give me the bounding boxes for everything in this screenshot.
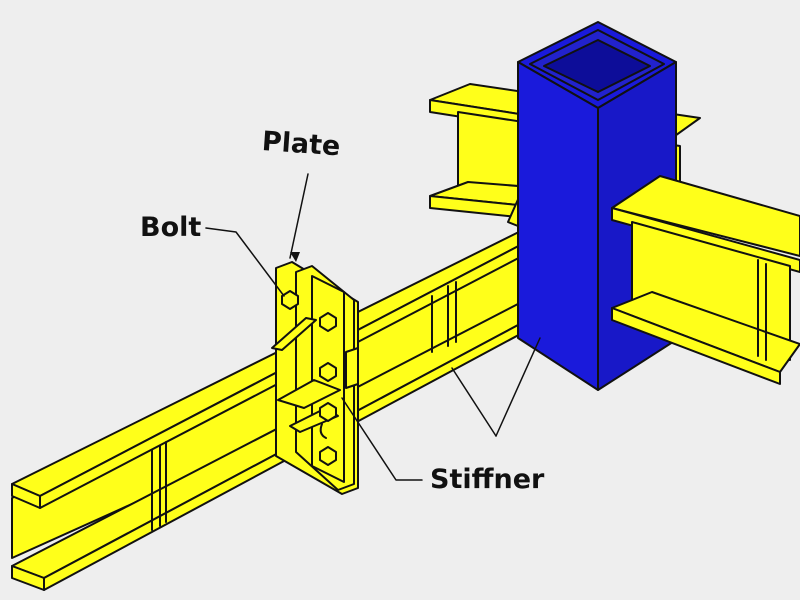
bolt-4 <box>319 402 337 422</box>
stiffener-label: Stiffner <box>430 464 545 495</box>
bolt-1 <box>281 290 299 310</box>
bolt-leader <box>205 227 285 297</box>
stiffener-leader-1 <box>341 397 423 481</box>
bolt-5 <box>319 446 337 466</box>
leader-lines <box>205 173 541 481</box>
plate-label: Plate <box>260 126 342 163</box>
bolt-label: Bolt <box>140 212 202 243</box>
stiffener-leader-3 <box>495 337 541 437</box>
stiffener-leader-2 <box>451 367 497 437</box>
bolt-3 <box>319 362 337 382</box>
bolts <box>281 290 337 466</box>
plate-leader <box>289 173 309 259</box>
right-beam <box>611 175 800 385</box>
bolt-2 <box>319 312 337 332</box>
